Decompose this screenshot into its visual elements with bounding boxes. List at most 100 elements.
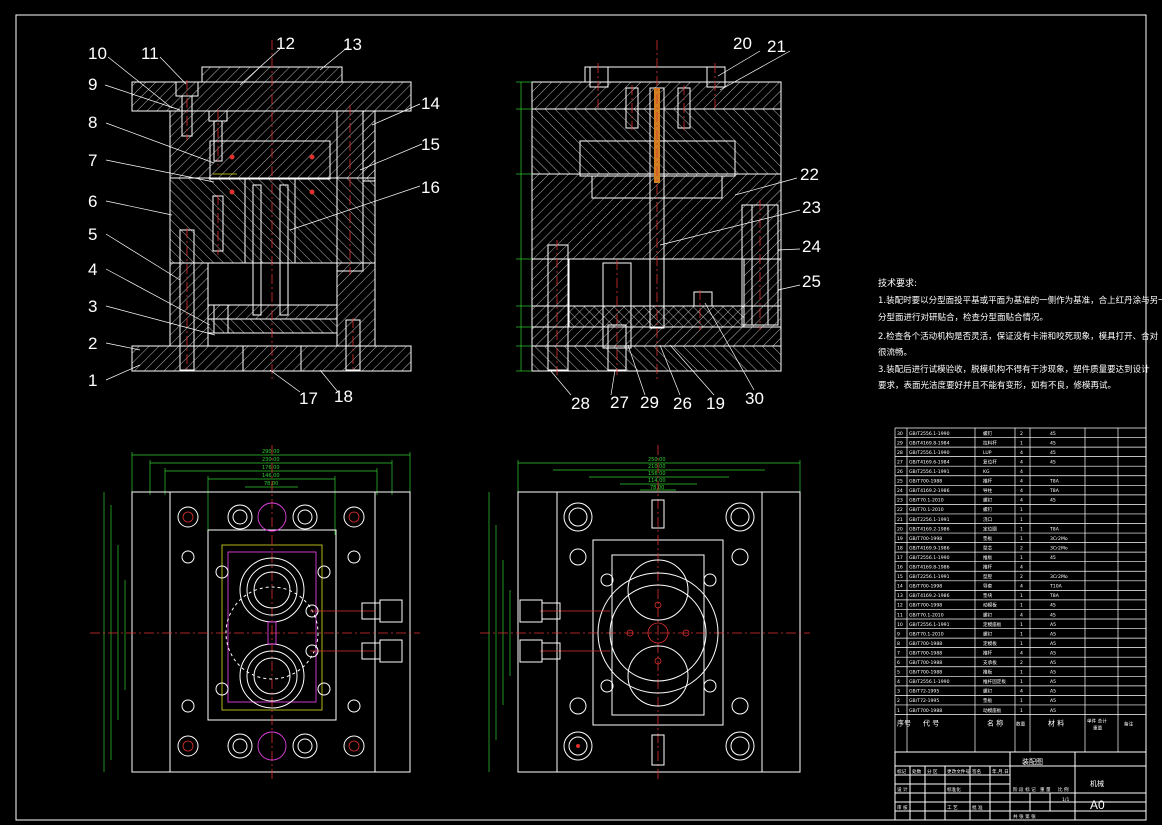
section-view-right (516, 40, 801, 396)
tech-note-1a: 1.装配时要以分型面投平基或平面为基准的一侧作为基准，合上红丹涂与另一 (878, 295, 1162, 306)
tech-notes-title: 技术要求: (878, 277, 917, 289)
tb-cell2-3: 重 量 (1040, 786, 1051, 793)
bom-cell-qty: 4 (1020, 498, 1023, 504)
bom-cell-no: 22 (897, 507, 903, 513)
label-17: 17 (299, 389, 318, 408)
bom-cell-material: 45 (1050, 555, 1056, 561)
bom-cell-no: 23 (897, 498, 903, 504)
bom-cell-material: A5 (1050, 689, 1056, 695)
bom-header-qty: 数量 (1016, 721, 1026, 728)
bom-cell-no: 21 (897, 517, 903, 523)
bom-cell-material: A5 (1050, 670, 1056, 676)
bom-cell-name: 推杆 (983, 478, 993, 485)
bom-header-weight: 单件 总计 (1087, 718, 1107, 725)
bom-cell-material: 3Cr2Mo (1050, 574, 1068, 580)
title-company: 机械 (1090, 779, 1104, 788)
bom-cell-qty: 1 (1020, 603, 1023, 609)
bom-cell-qty: 1 (1020, 622, 1023, 628)
bom-cell-qty: 1 (1020, 708, 1023, 714)
bom-cell-name: 定模板 (983, 640, 997, 647)
label-7: 7 (88, 151, 97, 170)
bom-cell-code: GB/T70.1-2010 (909, 612, 944, 618)
bom-cell-name: 垫板 (983, 697, 993, 704)
title-drawing-name: 装配图 (1022, 757, 1043, 766)
tb-cell3-2: 工 艺 (947, 805, 958, 811)
tb-cell3-3: 批 准 (972, 804, 983, 811)
bom-cell-qty: 2 (1020, 545, 1023, 551)
label-22: 22 (800, 165, 819, 184)
label-1: 1 (88, 371, 97, 390)
bom-cell-code: GB/T4169.2-1986 (909, 488, 950, 494)
bom-cell-code: GB/T4169.8-1986 (909, 565, 950, 571)
bom-cell-code: GB/T700-1988 (909, 708, 942, 714)
label-30: 30 (745, 389, 764, 408)
bom-cell-qty: 4 (1020, 565, 1023, 571)
bom-cell-no: 16 (897, 565, 903, 571)
label-4: 4 (88, 260, 97, 279)
bom-cell-material: T8A (1049, 526, 1060, 532)
tb-cell-3: 更改文件号 (947, 768, 970, 775)
bom-cell-name: 垫板 (983, 535, 993, 542)
bom-cell-no: 17 (897, 555, 903, 561)
bom-cell-material: A5 (1050, 679, 1056, 685)
bom-cell-qty: 4 (1020, 612, 1023, 618)
tb-cell-0: 标记 (897, 768, 907, 775)
bom-cell-qty: 1 (1020, 679, 1023, 685)
label-18: 18 (334, 387, 353, 406)
bom-cell-no: 7 (897, 650, 900, 656)
tb-cell-4: 签名 (972, 768, 981, 775)
section-view-left (104, 40, 423, 393)
tech-note-2a: 2.检查各个活动机构是否灵活，保证没有卡滞和咬死现象，模具打开、合对 (878, 331, 1159, 342)
dim-tr-1: 210.00 (648, 464, 666, 470)
label-6: 6 (88, 192, 97, 211)
bom-cell-code: GB/T72-1995 (909, 689, 939, 695)
drawing-border (15, 14, 1147, 821)
bom-cell-name: 动模座板 (983, 707, 1002, 714)
bom-cell-material: A5 (1050, 698, 1056, 704)
bom-cell-name: 推板 (983, 669, 993, 676)
label-11: 11 (141, 44, 159, 63)
bom-cell-no: 8 (897, 641, 900, 647)
bom-cell-name: 螺钉 (983, 688, 993, 695)
bom-cell-name: 推杆 (983, 564, 993, 571)
tb-cell-5: 年.月.日 (992, 768, 1009, 775)
label-20: 20 (733, 34, 752, 53)
label-21: 21 (767, 37, 786, 56)
bom-cell-material: T8A (1049, 488, 1060, 494)
label-25: 25 (802, 272, 821, 291)
bom-cell-material: T8A (1049, 593, 1060, 599)
bom-cell-name: 螺钉 (983, 611, 993, 618)
bom-cell-code: GB/T700-1988 (909, 479, 942, 485)
bom-cell-no: 19 (897, 536, 903, 542)
tb-cell3-0: 审 核 (897, 804, 908, 811)
bom-cell-code: GB/T2556.1-1990 (909, 555, 950, 561)
bom-cell-code: GB/T4169.2-1986 (909, 526, 950, 532)
label-23: 23 (802, 198, 821, 217)
bom-cell-qty: 4 (1020, 689, 1023, 695)
bom-cell-no: 20 (897, 526, 903, 532)
bom-cell-code: GB/T2256.1-1991 (909, 574, 950, 580)
bom-header-remark: 备注 (1124, 721, 1134, 728)
tb-cell-1: 处数 (912, 768, 922, 775)
dim-tl-2: 176.00 (262, 465, 280, 471)
bom-cell-no: 14 (897, 584, 903, 590)
bom-cell-name: 型腔 (983, 573, 993, 580)
bom-header-weight-unit: 重量 (1093, 725, 1103, 732)
bom-cell-name: 动模板 (983, 602, 997, 609)
bom-cell-qty: 4 (1020, 479, 1023, 485)
dim-tr-2: 156.00 (648, 471, 666, 477)
dim-tr-0: 250.00 (648, 457, 666, 463)
tech-note-2b: 很流畅。 (878, 347, 912, 358)
bom-cell-qty: 1 (1020, 517, 1023, 523)
bom-cell-material: 45 (1050, 440, 1056, 446)
bom-cell-qty: 4 (1020, 469, 1023, 475)
bom-cell-code: GB/T700-1988 (909, 660, 942, 666)
tech-note-3a: 3.装配后进行试模验收，脱模机构不得有干涉现象，塑件质量要达到设计 (878, 364, 1150, 375)
bom-cell-code: GB/T700-1988 (909, 650, 942, 656)
bom-cell-qty: 4 (1020, 584, 1023, 590)
bom-cell-qty: 4 (1020, 450, 1023, 456)
tech-note-3b: 要求，表面光洁度要好并且不能有变形，如有不良，修模再试。 (878, 380, 1116, 391)
bom-cell-qty: 1 (1020, 526, 1023, 532)
bom-cell-name: 推杆 (983, 649, 993, 656)
